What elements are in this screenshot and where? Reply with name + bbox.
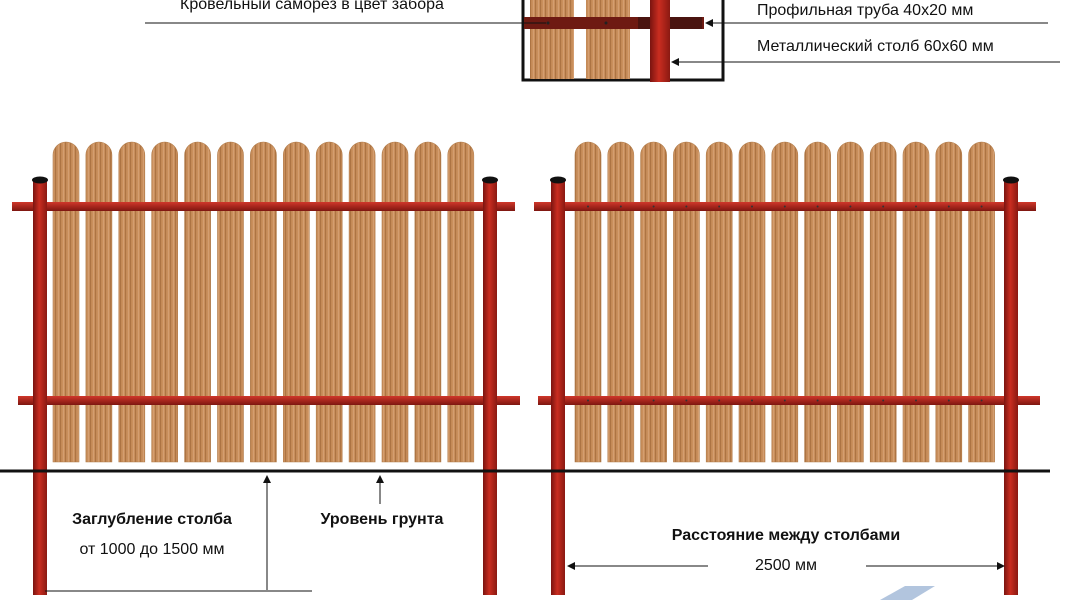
detail-post xyxy=(650,0,670,82)
screw-dot xyxy=(915,399,917,402)
screw-icon xyxy=(604,21,608,25)
fence-picket xyxy=(283,141,310,463)
post-spacing-title: Расстояние между столбами xyxy=(671,527,901,544)
metal-post-label: Металлический столб 60х60 мм xyxy=(757,38,994,55)
screw-dot xyxy=(783,205,786,208)
fence-picket xyxy=(250,141,277,463)
profile-pipe-label: Профильная труба 40х20 мм xyxy=(757,2,974,19)
fence-picket xyxy=(673,141,700,463)
post-cap xyxy=(550,176,566,184)
fence-rail xyxy=(12,202,515,211)
fence-picket xyxy=(705,141,733,463)
fence-picket xyxy=(217,141,244,463)
screw-dot xyxy=(882,399,885,402)
screw-dot xyxy=(718,399,721,402)
post-depth-value: от 1000 до 1500 мм xyxy=(79,541,225,558)
fence-rail xyxy=(18,396,520,405)
screw-dot xyxy=(619,399,622,402)
screw-dot xyxy=(685,205,688,208)
fence-post xyxy=(551,180,565,595)
fence-picket xyxy=(771,141,799,463)
fence-picket xyxy=(607,141,635,463)
fence-picket xyxy=(381,141,409,463)
fence-picket xyxy=(574,141,602,463)
screw-dot xyxy=(816,205,819,208)
fence-picket xyxy=(348,141,376,463)
screw-dot xyxy=(980,399,983,402)
fence-picket xyxy=(837,141,864,463)
fence-picket xyxy=(869,141,897,463)
fence-picket xyxy=(151,141,178,463)
screw-dot xyxy=(751,205,753,208)
screw-dot xyxy=(718,205,721,208)
fence-panel-left xyxy=(12,141,520,595)
screw-icon xyxy=(546,21,550,25)
post-cap xyxy=(482,176,498,184)
post-depth-title: Заглубление столба xyxy=(72,511,232,528)
screw-dot xyxy=(652,399,655,402)
post-spacing-value: 2500 мм xyxy=(754,557,818,574)
fence-picket xyxy=(968,141,995,463)
fence-post xyxy=(1004,180,1018,595)
post-cap xyxy=(32,176,48,184)
screw-dot xyxy=(849,399,852,402)
watermark-shape xyxy=(880,586,935,600)
screw-dot xyxy=(849,205,852,208)
fence-picket xyxy=(315,141,343,463)
fence-picket xyxy=(447,141,475,463)
detail-picket xyxy=(530,0,574,79)
fence-picket xyxy=(902,141,930,463)
screw-dot xyxy=(783,399,786,402)
screw-dot xyxy=(619,205,622,208)
fence-picket xyxy=(85,141,113,463)
fence-rail xyxy=(538,396,1040,405)
screw-dot xyxy=(751,399,753,402)
fence-picket xyxy=(738,141,766,463)
detail-picket xyxy=(586,0,630,79)
fence-picket xyxy=(804,141,831,463)
screw-dot xyxy=(685,399,688,402)
screw-label: Кровельный саморез в цвет забора xyxy=(180,0,444,13)
screw-dot xyxy=(587,205,589,208)
fence-picket xyxy=(935,141,963,463)
screw-dot xyxy=(915,205,917,208)
screw-dot xyxy=(587,399,589,402)
screw-dot xyxy=(947,205,950,208)
screw-dot xyxy=(816,399,819,402)
fence-post xyxy=(33,180,47,595)
fence-post xyxy=(483,180,497,595)
fence-picket xyxy=(52,141,80,463)
screw-dot xyxy=(652,205,655,208)
screw-dot xyxy=(947,399,950,402)
fence-picket xyxy=(640,141,667,463)
fence-picket xyxy=(184,141,211,463)
fence-panel-right xyxy=(534,141,1040,595)
ground-level-label: Уровень грунта xyxy=(320,511,444,528)
post-cap xyxy=(1003,176,1019,184)
screw-dot xyxy=(882,205,885,208)
detail-inset xyxy=(521,0,725,82)
screw-dot xyxy=(980,205,983,208)
fence-picket xyxy=(414,141,442,463)
fence-picket xyxy=(118,141,146,463)
